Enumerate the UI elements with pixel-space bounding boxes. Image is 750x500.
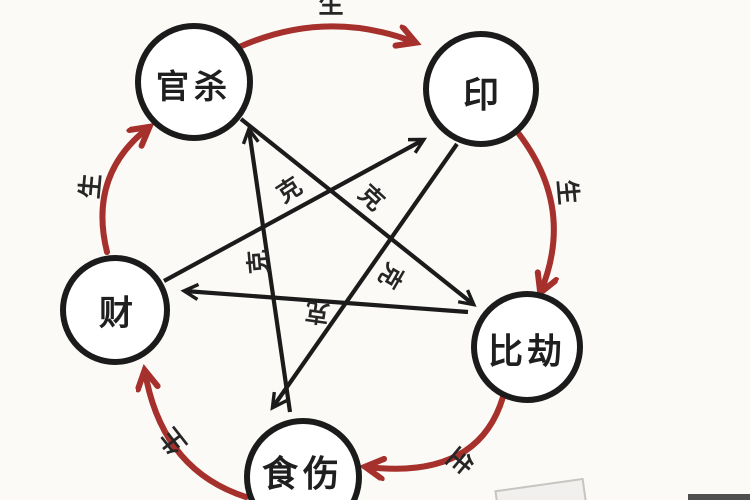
generate-label-top: 生 bbox=[318, 0, 344, 19]
node-cai-label: 财 bbox=[99, 293, 133, 334]
generate-label-left: 生 bbox=[74, 172, 107, 200]
overcome-line-yin-to-shishang bbox=[270, 142, 459, 411]
node-cai-circle bbox=[60, 255, 170, 365]
overcome-label-shishang-guansha: 克 bbox=[243, 248, 274, 275]
node-yin-label: 印 bbox=[462, 75, 500, 116]
overcome-line-bijie-to-cai bbox=[180, 282, 469, 315]
generate-arc-cai-to-guansha bbox=[99, 128, 148, 255]
overcome-line-guansha-to-bijie bbox=[239, 117, 477, 307]
generate-label-right: 生 bbox=[551, 178, 584, 206]
overcome-label-bijie-cai: 克 bbox=[303, 296, 332, 329]
generate-arc-bijie-to-shishang bbox=[367, 394, 506, 469]
node-shishang-circle bbox=[244, 418, 362, 500]
node-shishang-label: 食伤 bbox=[261, 454, 345, 495]
generate-arc-shishang-to-cai bbox=[145, 372, 249, 500]
node-bijie-circle bbox=[471, 291, 583, 403]
bottom-edge-bar bbox=[688, 494, 750, 500]
node-guansha-label: 官杀 bbox=[156, 67, 232, 106]
node-bijie-label: 比劫 bbox=[487, 332, 567, 373]
node-guansha-circle bbox=[135, 23, 253, 141]
overcome-line-shishang-to-guansha bbox=[241, 125, 293, 413]
generate-arc-guansha-to-yin bbox=[234, 23, 414, 51]
generate-arcs-group bbox=[99, 23, 554, 500]
node-circles-group bbox=[60, 23, 583, 500]
generate-arc-yin-to-bijie bbox=[516, 131, 554, 291]
overcome-lines-group bbox=[162, 117, 477, 413]
overcome-line-cai-to-yin bbox=[162, 137, 428, 283]
node-yin-circle bbox=[423, 31, 539, 147]
